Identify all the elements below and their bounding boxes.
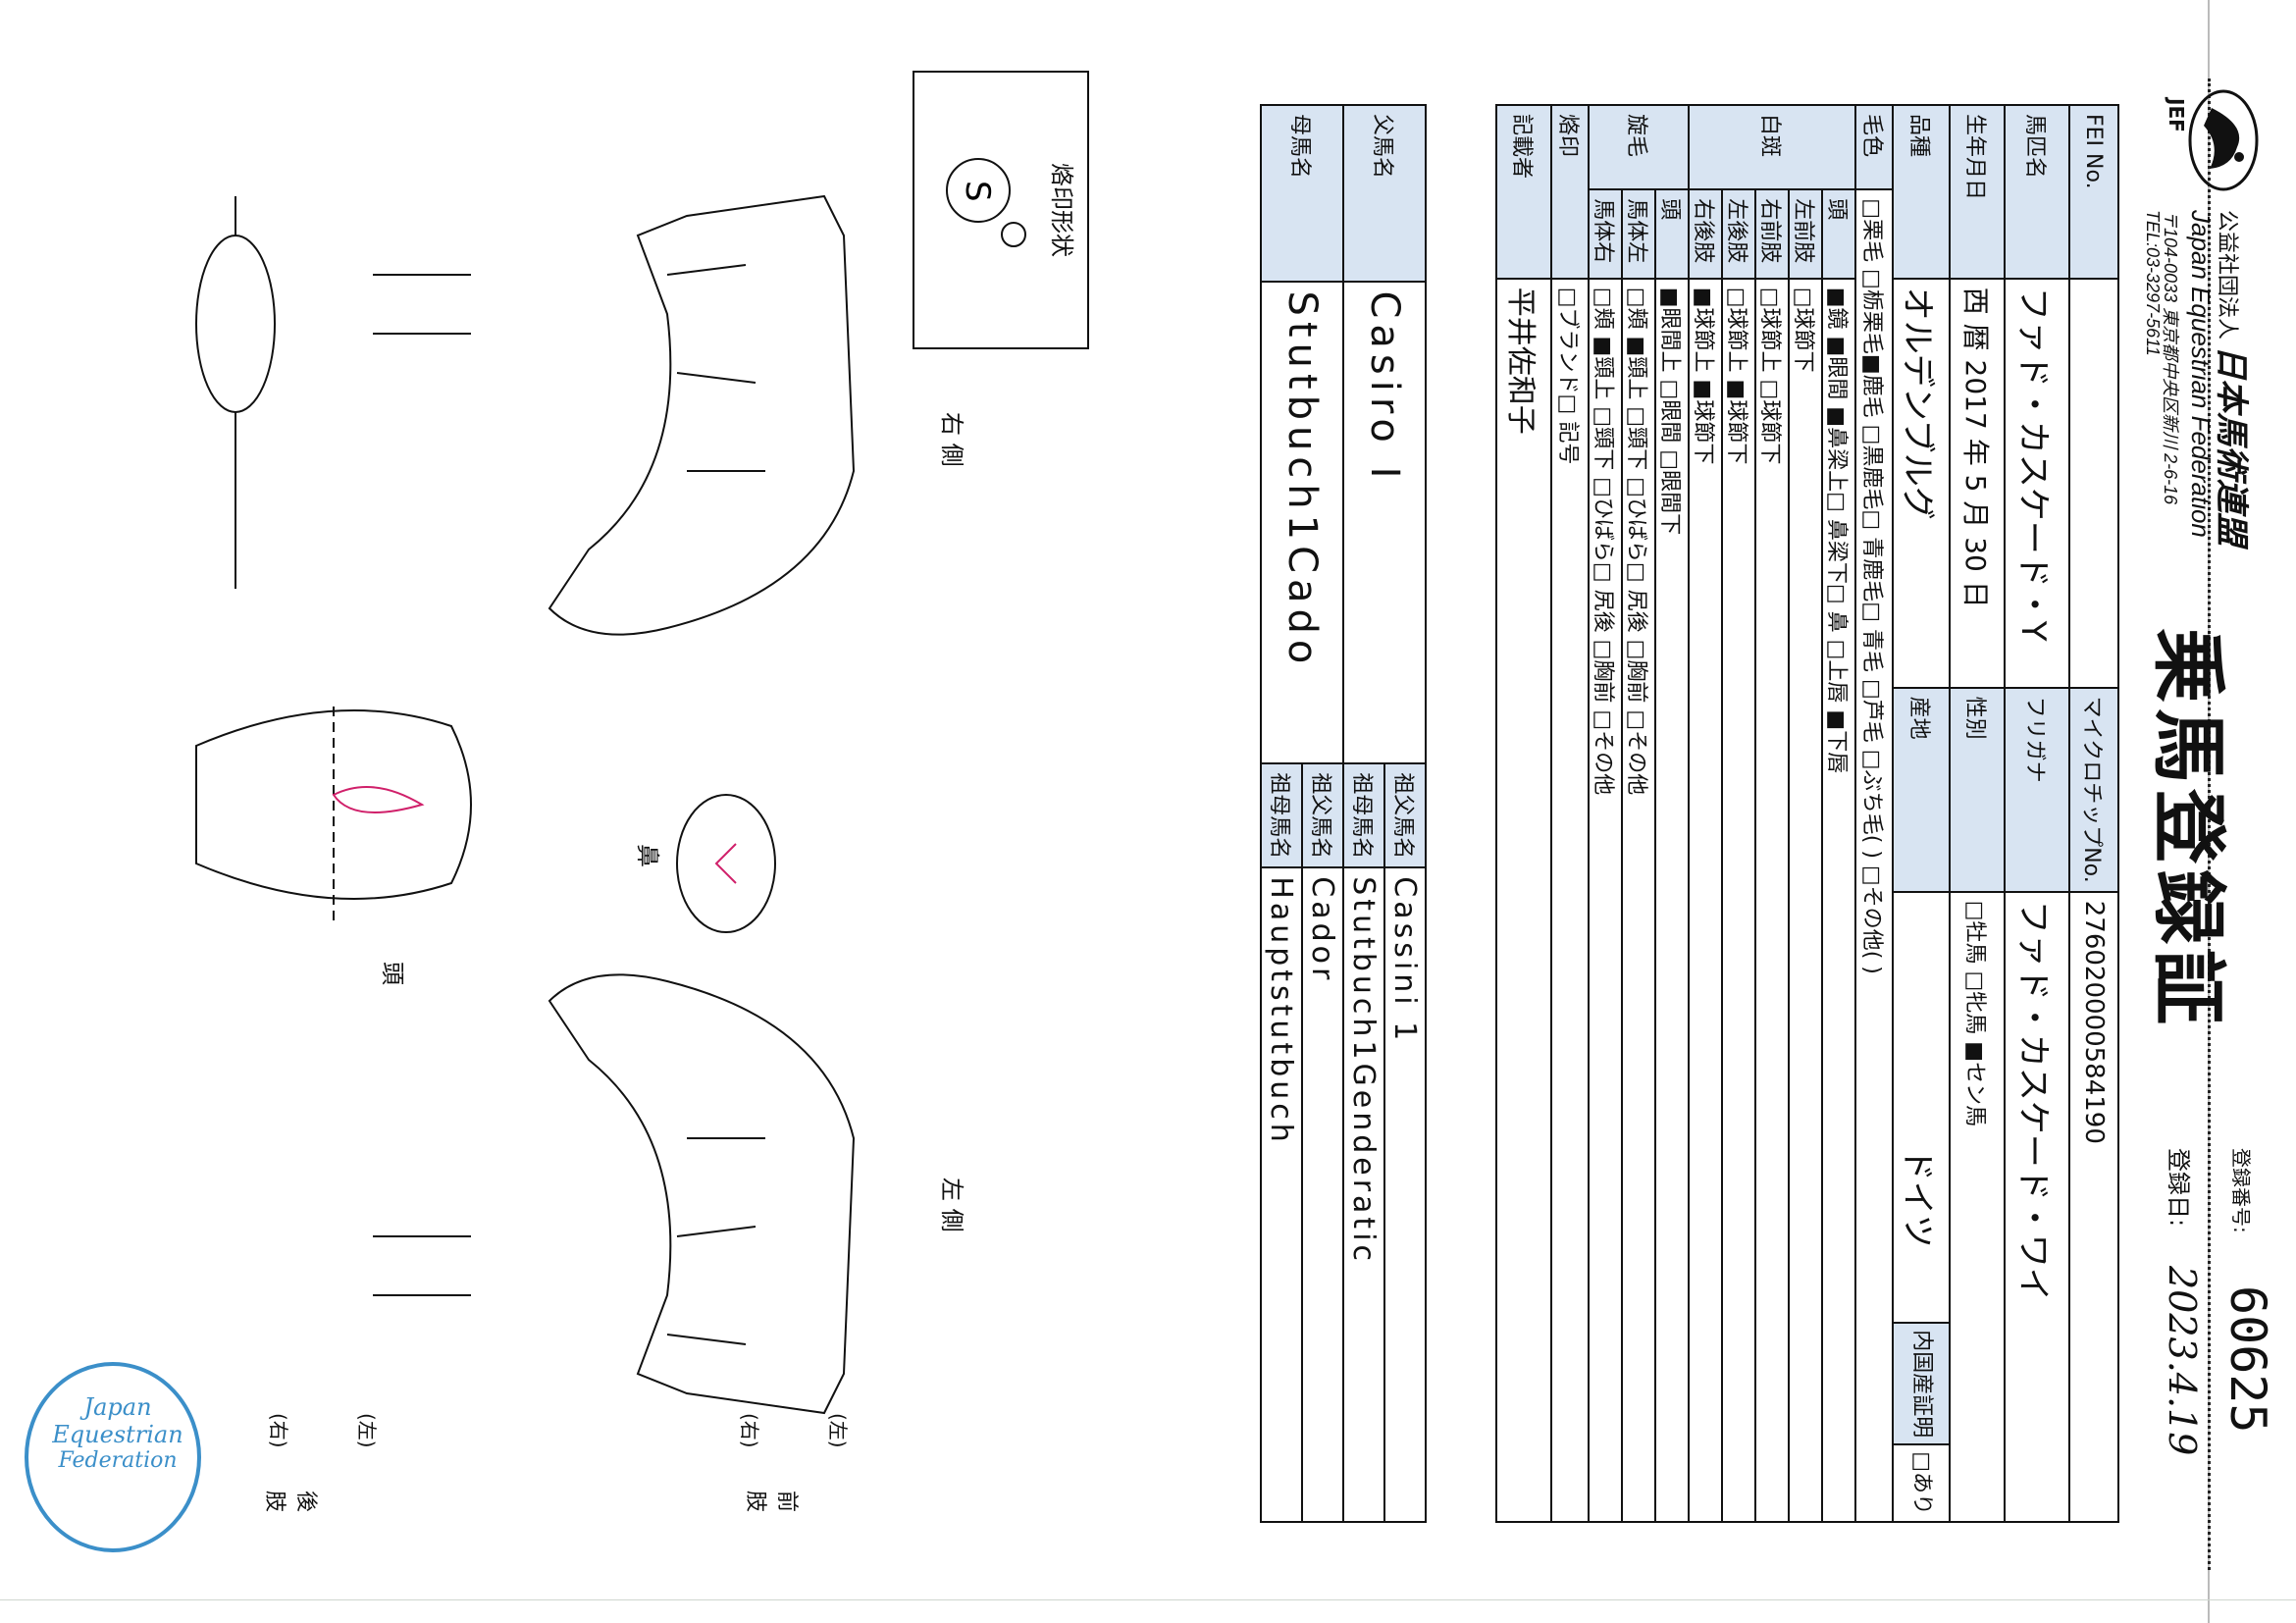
furigana-label: フリガナ <box>2005 687 2069 892</box>
page-title: 乗馬登録証 <box>2145 628 2232 1030</box>
sex-label: 性別 <box>1950 687 2005 892</box>
whorl-right-label: 馬体右 <box>1589 189 1622 279</box>
mgd-label: 祖母馬名 <box>1261 763 1302 868</box>
microchip-label: マイクロチップNo. <box>2069 687 2118 892</box>
gd-value: Stutbuch1Genderatic <box>1343 867 1384 1522</box>
brand-label: 烙印 <box>1551 105 1589 279</box>
whorl-left-label: 馬体左 <box>1622 189 1655 279</box>
gs-value: Cassini 1 <box>1384 867 1426 1522</box>
fore-left-mark: (左) <box>826 1413 850 1448</box>
whorl-head-label: 頭 <box>1655 189 1689 279</box>
recorder-label: 記載者 <box>1496 105 1551 279</box>
bottom-rule <box>0 1599 2296 1600</box>
whorl-right-marks: □頬 ■頸上 □頸下 □ひばら□ 尻後 □胸前 □その他 <box>1589 278 1622 1522</box>
domestic-label: 内国産証明 <box>1894 1322 1949 1444</box>
top-view-body <box>195 235 276 413</box>
hind-label: 後 肢 <box>262 1490 318 1512</box>
breed-label: 品種 <box>1893 105 1950 279</box>
reg-date-label: 登録日: <box>2165 1148 2192 1228</box>
org-type: 公益社団法人 <box>2216 210 2240 340</box>
head-marks: ■鏡 ■眼間 ■鼻梁上□ 鼻梁下□ 鼻 □上唇 ■下唇 <box>1822 278 1855 1522</box>
whorl-head-marks: ■眼間上 □眼間 □眼間下 <box>1655 278 1689 1522</box>
mgs-value: Cador <box>1302 867 1343 1522</box>
birth-value: 西 暦 2017 年 5 月 30 日 <box>1950 278 2005 688</box>
gs-label: 祖父馬名 <box>1384 763 1426 868</box>
whorl-left-marks: □頬 ■頸上 □頸下 □ひばら□ 尻後 □胸前 □その他 <box>1622 278 1655 1522</box>
lh-label: 左後肢 <box>1722 189 1755 279</box>
birth-label: 生年月日 <box>1950 105 2005 279</box>
fore-legs <box>373 274 471 335</box>
brand-options: □ブランド□ 記号 <box>1551 278 1589 1522</box>
head-marking <box>332 786 425 813</box>
gd-label: 祖母馬名 <box>1343 763 1384 868</box>
markings-label: 白斑 <box>1689 105 1855 190</box>
name-label: 馬匹名 <box>2005 105 2069 279</box>
breed-value: オルデンブルグ <box>1893 278 1950 688</box>
stamp-seal-icon <box>25 1362 201 1552</box>
stamp-line2: Equestrian <box>52 1421 183 1448</box>
recorder-value: 平井佐和子 <box>1496 278 1551 1522</box>
sire-label: 父馬名 <box>1343 105 1426 283</box>
stamp-line1: Japan <box>83 1393 152 1421</box>
svg-text:S: S <box>958 181 997 202</box>
sire-value: Casiro Ⅰ <box>1343 282 1426 764</box>
lh-marks: □球節上 ■球節下 <box>1722 278 1755 1522</box>
sex-options: □牡馬 □牝馬 ■セン馬 <box>1950 891 2005 1522</box>
microchip-value: 276020000584190 <box>2069 891 2118 1522</box>
right-side-horse <box>548 194 856 636</box>
lf-label: 左前肢 <box>1789 189 1822 279</box>
brand-shape-label: 烙印形状 <box>1048 163 1075 257</box>
fore-right-mark: (右) <box>738 1413 761 1448</box>
perforation-line <box>2208 79 2211 1570</box>
rh-marks: ■球節上 ■球節下 <box>1689 278 1722 1522</box>
right-side-label: 右 側 <box>938 412 965 467</box>
logo-text: JEF <box>2165 98 2188 132</box>
brand-s-icon: S <box>946 158 1026 247</box>
fei-no-value <box>2069 278 2118 688</box>
reg-no-label: 登録番号: <box>2229 1148 2253 1233</box>
domestic-option: □あり <box>1894 1443 1949 1521</box>
rf-label: 右前肢 <box>1755 189 1789 279</box>
origin-value: ドイツ <box>1898 1147 1938 1248</box>
rh-label: 右後肢 <box>1689 189 1722 279</box>
furigana-value: ファド・カスケード・ワイ <box>2005 891 2069 1522</box>
lf-marks: □球節下 <box>1789 278 1822 1522</box>
org-name-en: Japan Equestrian Federation <box>2186 210 2216 538</box>
jef-stamp: Japan Equestrian Federation <box>10 1354 216 1560</box>
hind-left-mark: (左) <box>355 1413 379 1448</box>
fei-no-label: FEI No. <box>2069 105 2118 279</box>
pedigree-table: 父馬名 Casiro Ⅰ 祖父馬名 Cassini 1 祖母馬名 Stutbuc… <box>1260 104 1427 1523</box>
jef-logo-icon <box>2188 89 2259 191</box>
mgs-label: 祖父馬名 <box>1302 763 1343 868</box>
dam-label: 母馬名 <box>1261 105 1343 283</box>
name-value: ファド・カスケード・Y <box>2005 278 2069 688</box>
org-tel: TEL:03-3297-5611 <box>2143 210 2163 356</box>
left-side-label: 左 側 <box>938 1178 965 1232</box>
reg-no-value: 60625 <box>2219 1285 2276 1434</box>
coat-options: □栗毛 □栃栗毛■鹿毛 □黒鹿毛□ 青鹿毛□ 青毛 □芦毛 □ぶち毛( ) □そ… <box>1855 189 1893 1522</box>
nose-view <box>676 794 776 933</box>
stamp-line3: Federation <box>58 1448 178 1473</box>
reg-date-value: 2023.4.19 <box>2161 1266 2204 1456</box>
left-side-horse <box>548 973 856 1415</box>
coat-label: 毛色 <box>1855 105 1893 190</box>
rf-marks: □球節上 □球節下 <box>1755 278 1789 1522</box>
fore-label: 前 肢 <box>743 1490 799 1512</box>
mgd-value: Hauptstutbuch <box>1261 867 1302 1522</box>
origin-label: 産地 <box>1893 687 1950 892</box>
nose-marking <box>714 843 737 884</box>
head-label: 頭 <box>1822 189 1855 279</box>
brand-shape-box: 烙印形状 S <box>913 71 1089 349</box>
registration-table: FEI No. マイクロチップNo. 276020000584190 馬匹名 フ… <box>1495 104 2119 1523</box>
hind-right-mark: (右) <box>267 1413 290 1448</box>
whorl-label: 旋毛 <box>1589 105 1689 190</box>
hind-legs <box>373 1235 471 1296</box>
horse-diagram <box>195 194 856 1415</box>
dam-value: Stutbuch1Cado <box>1261 282 1343 764</box>
org-name-ja: 日本馬術連盟 <box>2213 345 2250 547</box>
